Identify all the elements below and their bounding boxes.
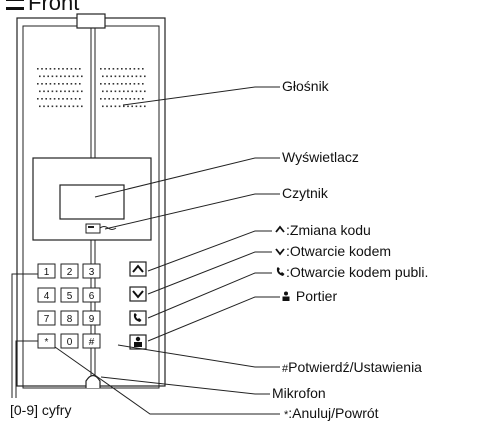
caret-up-icon (275, 225, 285, 233)
keypad-key-label: 3 (89, 267, 95, 278)
speaker-grille-right (100, 68, 146, 108)
digits-label: [0-9] cyfry (10, 402, 72, 418)
caret-up-icon (132, 264, 144, 273)
leader-lines (11, 86, 280, 415)
star-symbol: * (284, 409, 289, 421)
change-code-label: :Zmiana kodu (286, 222, 371, 238)
keypad-key-5[interactable]: 5 (60, 287, 79, 303)
keypad-key-label: # (89, 337, 95, 348)
leader-digits-a (11, 273, 38, 398)
leader-reader (104, 193, 280, 230)
front-heading: Front (6, 0, 79, 14)
leader-open-public (147, 272, 272, 319)
phone-icon (276, 267, 285, 276)
microphone-hole (85, 374, 101, 388)
keypad-key-label: * (45, 337, 49, 348)
cancel-label-row: *:Anuluj/Powrót (284, 405, 379, 423)
confirm-label-row: #Potwierdź/Ustawienia (282, 359, 422, 377)
person-icon (282, 291, 290, 301)
keypad-key-label: 7 (44, 314, 50, 325)
keypad-key-9[interactable]: 9 (82, 310, 101, 326)
leader-change-code (147, 230, 272, 272)
leader-speaker (122, 86, 280, 106)
keypad-key-star[interactable]: * (37, 333, 56, 349)
keypad-key-1[interactable]: 1 (37, 263, 56, 279)
keypad-key-4[interactable]: 4 (37, 287, 56, 303)
person-icon (134, 336, 142, 347)
open-public-label: :Otwarcie kodem publi. (286, 264, 429, 280)
phone-icon (133, 313, 142, 322)
caret-down-icon (132, 290, 144, 299)
leader-porter (147, 296, 280, 342)
keypad-key-8[interactable]: 8 (60, 310, 79, 326)
keypad-key-label: 9 (89, 314, 95, 325)
leader-digits-b (15, 340, 38, 398)
camera-block (76, 13, 106, 29)
display-label: Wyświetlacz (282, 149, 359, 165)
change-code-label-row: :Zmiana kodu (274, 222, 371, 238)
leader-confirm (117, 344, 280, 368)
open-code-label: :Otwarcie kodem (286, 243, 392, 259)
cancel-label: :Anuluj/Powrót (288, 405, 379, 421)
open-public-label-row: :Otwarcie kodem publi. (274, 264, 428, 280)
open-code-key[interactable] (129, 286, 147, 302)
speaker-label: Głośnik (282, 78, 329, 94)
keypad-key-7[interactable]: 7 (37, 310, 56, 326)
open-public-key[interactable] (129, 310, 147, 326)
porter-label: Portier (295, 288, 338, 304)
keypad-key-label: 0 (67, 337, 73, 348)
keypad-key-label: 6 (89, 291, 95, 302)
keypad-key-0[interactable]: 0 (60, 333, 79, 349)
keypad-key-label: 1 (44, 267, 50, 278)
porter-label-row: Portier (280, 288, 337, 304)
front-title: Front (28, 0, 80, 15)
keypad-key-label: 2 (67, 267, 73, 278)
keypad-key-3[interactable]: 3 (82, 263, 101, 279)
reader-label: Czytnik (282, 185, 328, 201)
keypad: 1 2 3 4 5 6 7 8 9 * 0 # (37, 263, 101, 349)
keypad-key-label: 8 (67, 314, 73, 325)
hash-symbol: # (282, 363, 289, 375)
display-screen (59, 184, 125, 220)
menu-bars-icon (6, 0, 24, 11)
caret-down-icon (275, 248, 285, 256)
leader-open-code (147, 251, 272, 295)
open-code-label-row: :Otwarcie kodem (274, 243, 391, 259)
microphone-label: Mikrofon (272, 385, 326, 401)
confirm-label: Potwierdź/Ustawienia (288, 359, 422, 375)
leader-microphone (100, 376, 270, 395)
leader-display (94, 157, 280, 198)
keypad-key-label: 5 (67, 291, 73, 302)
keypad-key-hash[interactable]: # (82, 333, 101, 349)
function-keys (129, 261, 147, 350)
change-code-key[interactable] (129, 261, 147, 277)
keypad-key-label: 4 (44, 291, 50, 302)
keypad-key-6[interactable]: 6 (82, 287, 101, 303)
speaker-grille-left (37, 68, 83, 108)
leader-cancel (54, 346, 280, 415)
keypad-key-2[interactable]: 2 (60, 263, 79, 279)
